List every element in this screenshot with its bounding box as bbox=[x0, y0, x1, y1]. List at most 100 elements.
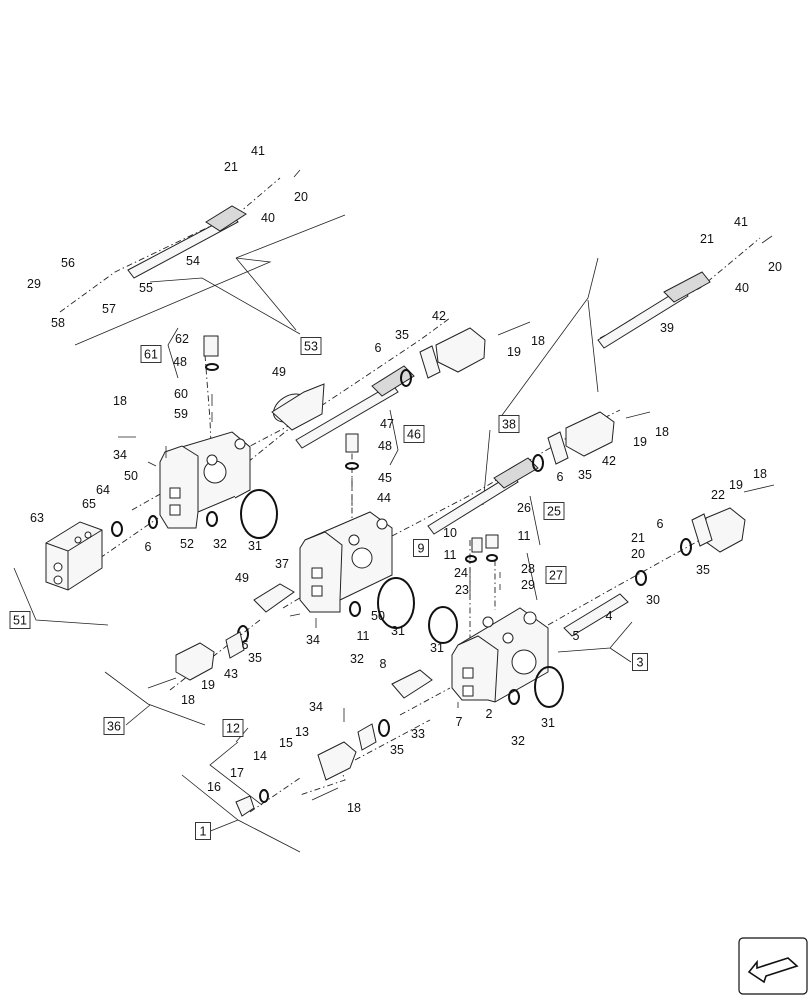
part-label-37: 37 bbox=[275, 557, 289, 571]
part-label-42: 42 bbox=[432, 309, 446, 323]
part-label-16: 16 bbox=[207, 780, 221, 794]
part-label-62: 62 bbox=[175, 332, 189, 346]
part-label-50: 50 bbox=[124, 469, 138, 483]
part-label-48: 48 bbox=[173, 355, 187, 369]
part-label-21-2: 21 bbox=[700, 232, 714, 246]
part-label-65: 65 bbox=[82, 497, 96, 511]
svg-text:51: 51 bbox=[13, 614, 27, 628]
svg-text:27: 27 bbox=[549, 569, 563, 583]
svg-text:36: 36 bbox=[107, 720, 121, 734]
part-label-18-3: 18 bbox=[655, 425, 669, 439]
boxed-ref-27: 27 bbox=[545, 566, 567, 584]
part-label-60: 60 bbox=[174, 387, 188, 401]
part-label-34: 34 bbox=[113, 448, 127, 462]
part-label-54: 54 bbox=[186, 254, 200, 268]
part-label-32: 32 bbox=[213, 537, 227, 551]
part-label-57: 57 bbox=[102, 302, 116, 316]
part-label-58: 58 bbox=[51, 316, 65, 330]
part-label-32-2: 32 bbox=[350, 652, 364, 666]
boxed-ref-46: 46 bbox=[403, 425, 425, 443]
part-label-18-5: 18 bbox=[181, 693, 195, 707]
part-label-22: 22 bbox=[711, 488, 725, 502]
svg-text:61: 61 bbox=[144, 348, 158, 362]
part-label-11-2: 11 bbox=[518, 529, 531, 543]
part-label-64: 64 bbox=[96, 483, 110, 497]
part-label-6-5: 6 bbox=[242, 638, 249, 652]
part-label-44: 44 bbox=[377, 491, 391, 505]
part-label-11-3: 11 bbox=[357, 629, 370, 643]
boxed-ref-61: 61 bbox=[140, 345, 162, 363]
part-label-32-3: 32 bbox=[511, 734, 525, 748]
part-label-56: 56 bbox=[61, 256, 75, 270]
part-label-15: 15 bbox=[279, 736, 293, 750]
part-label-6-3: 6 bbox=[557, 470, 564, 484]
part-label-34-2: 34 bbox=[306, 633, 320, 647]
part-label-49: 49 bbox=[272, 365, 286, 379]
part-label-41: 41 bbox=[251, 144, 265, 158]
part-label-18-2: 18 bbox=[531, 334, 545, 348]
part-label-19-4: 19 bbox=[201, 678, 215, 692]
part-label-55: 55 bbox=[139, 281, 153, 295]
part-label-40: 40 bbox=[261, 211, 275, 225]
bolts bbox=[118, 169, 775, 801]
caps-and-cylinders bbox=[175, 327, 746, 817]
part-label-6: 6 bbox=[375, 341, 382, 355]
part-label-4: 4 bbox=[606, 609, 613, 623]
part-label-6-4: 6 bbox=[657, 517, 664, 531]
part-label-11: 11 bbox=[444, 548, 457, 562]
part-label-18-4: 18 bbox=[753, 467, 767, 481]
flanges bbox=[225, 345, 713, 751]
part-label-33: 33 bbox=[411, 727, 425, 741]
part-label-31: 31 bbox=[248, 539, 262, 553]
part-label-18-6: 18 bbox=[347, 801, 361, 815]
part-label-30: 30 bbox=[646, 593, 660, 607]
part-label-35-4: 35 bbox=[248, 651, 262, 665]
part-label-49-2: 49 bbox=[235, 571, 249, 585]
part-label-21: 21 bbox=[224, 160, 238, 174]
valve-section-left bbox=[159, 431, 251, 529]
part-label-18: 18 bbox=[113, 394, 127, 408]
svg-text:9: 9 bbox=[418, 542, 425, 556]
part-label-35: 35 bbox=[395, 328, 409, 342]
part-label-52: 52 bbox=[180, 537, 194, 551]
svg-text:38: 38 bbox=[502, 418, 516, 432]
svg-text:1: 1 bbox=[200, 825, 207, 839]
boxed-ref-38: 38 bbox=[498, 415, 520, 433]
part-label-47: 47 bbox=[380, 417, 394, 431]
boxed-ref-9: 9 bbox=[413, 539, 429, 557]
part-label-40-2: 40 bbox=[735, 281, 749, 295]
svg-text:53: 53 bbox=[304, 340, 318, 354]
part-label-20-2: 20 bbox=[768, 260, 782, 274]
valve-section-right bbox=[451, 607, 549, 703]
part-label-19-2: 19 bbox=[633, 435, 647, 449]
part-label-20-3: 20 bbox=[631, 547, 645, 561]
part-label-13: 13 bbox=[295, 725, 309, 739]
valve-section-middle bbox=[299, 511, 393, 613]
part-label-23: 23 bbox=[455, 583, 469, 597]
part-label-29-2: 29 bbox=[521, 578, 535, 592]
part-label-42-2: 42 bbox=[602, 454, 616, 468]
part-label-5: 5 bbox=[573, 629, 580, 643]
boxed-ref-1: 1 bbox=[195, 822, 211, 840]
part-label-28: 28 bbox=[521, 562, 535, 576]
group-brackets bbox=[13, 214, 633, 853]
part-label-24: 24 bbox=[454, 566, 468, 580]
spools bbox=[127, 205, 711, 637]
part-label-35-5: 35 bbox=[390, 743, 404, 757]
part-label-7: 7 bbox=[456, 715, 463, 729]
part-label-6-2: 6 bbox=[145, 540, 152, 554]
part-label-2: 2 bbox=[486, 707, 493, 721]
arrow-icon[interactable] bbox=[738, 937, 808, 995]
part-label-31-3: 31 bbox=[430, 641, 444, 655]
o-rings bbox=[111, 363, 692, 803]
svg-text:46: 46 bbox=[407, 428, 421, 442]
part-label-35-3: 35 bbox=[696, 563, 710, 577]
part-label-17: 17 bbox=[230, 766, 244, 780]
boxed-ref-12: 12 bbox=[222, 719, 244, 737]
part-label-41-2: 41 bbox=[734, 215, 748, 229]
part-label-14: 14 bbox=[253, 749, 267, 763]
boxed-ref-51: 51 bbox=[9, 611, 31, 629]
boxed-ref-25: 25 bbox=[543, 502, 565, 520]
